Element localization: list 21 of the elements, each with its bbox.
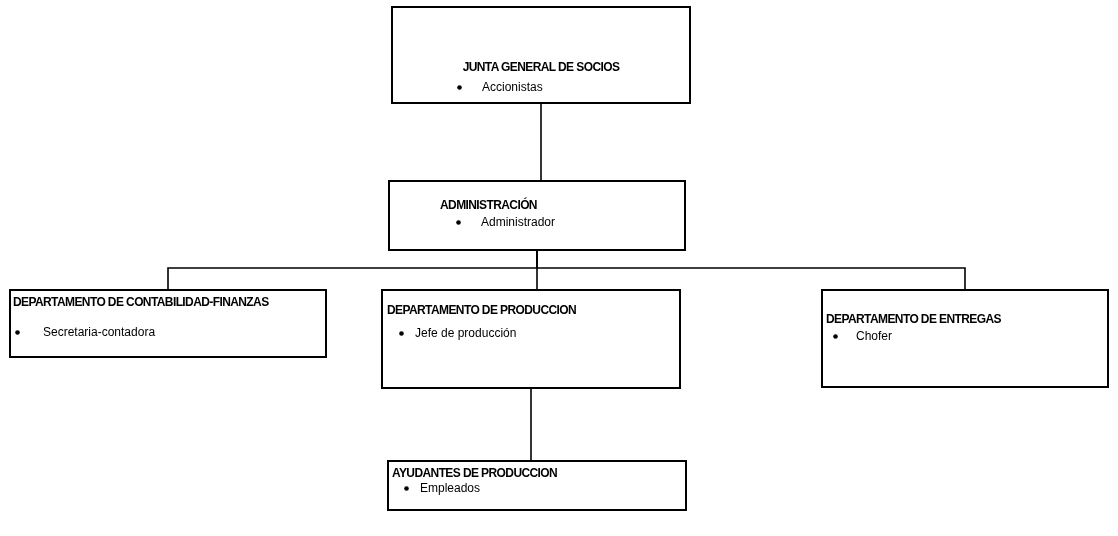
org-box xyxy=(9,289,327,358)
connector-line xyxy=(540,103,542,181)
box-title: JUNTA GENERAL DE SOCIOS xyxy=(461,60,621,74)
box-title: ADMINISTRACIÓN xyxy=(440,198,538,212)
box-title: DEPARTAMENTO DE ENTREGAS xyxy=(826,312,1002,326)
role-text: Jefe de producción xyxy=(415,326,517,340)
role-text: Chofer xyxy=(856,329,893,343)
connector-line xyxy=(530,388,532,461)
box-title: DEPARTAMENTO DE PRODUCCION xyxy=(387,303,578,317)
role-text: Secretaria-contadora xyxy=(43,325,156,339)
org-box xyxy=(388,180,686,251)
role-text: Accionistas xyxy=(482,80,543,94)
role-text: Empleados xyxy=(420,481,481,495)
org-box xyxy=(391,6,691,104)
role-text: Administrador xyxy=(481,215,556,229)
box-title: AYUDANTES DE PRODUCCION xyxy=(392,466,559,480)
org-box xyxy=(821,289,1109,388)
org-box xyxy=(387,460,687,511)
connector-line xyxy=(536,250,966,290)
org-box xyxy=(381,289,681,389)
box-title: DEPARTAMENTO DE CONTABILIDAD-FINANZAS xyxy=(13,295,270,309)
